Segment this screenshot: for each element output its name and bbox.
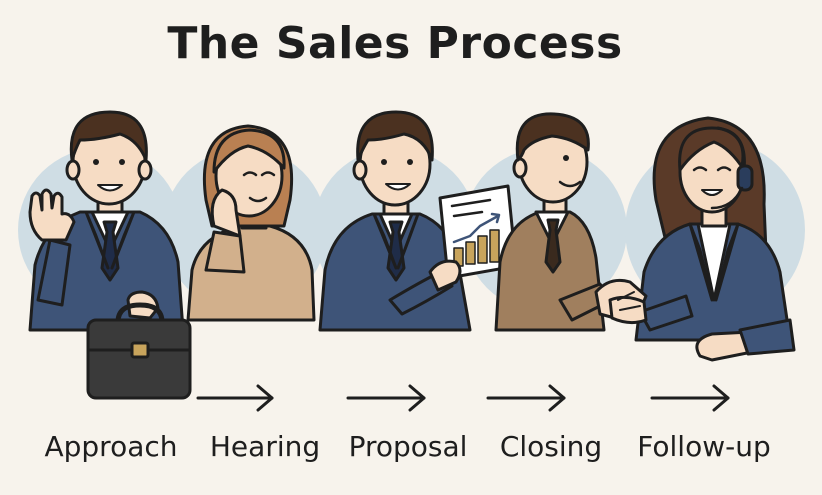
arrow-hearing-to-proposal	[346, 384, 426, 412]
stage-labels: Approach Hearing Proposal Closing Follow…	[0, 430, 822, 480]
stage-label-approach: Approach	[44, 430, 178, 463]
chart-document-icon	[428, 184, 518, 292]
flow-arrows	[196, 384, 730, 412]
briefcase-icon	[86, 302, 192, 400]
headset-icon	[710, 126, 754, 210]
arrow-proposal-to-closing	[486, 384, 566, 412]
arrow-approach-to-hearing	[196, 384, 274, 412]
proposal-salesman	[318, 110, 472, 332]
approach-salesman	[28, 110, 185, 332]
closing-salesman	[494, 112, 614, 332]
stage-label-followup: Follow-up	[637, 430, 771, 463]
handshake-icon	[594, 278, 648, 325]
stage-label-hearing: Hearing	[209, 430, 321, 463]
stage-label-proposal: Proposal	[348, 430, 468, 463]
hearing-customer	[186, 124, 316, 322]
followup-representative	[634, 116, 796, 362]
arrow-closing-to-followup	[650, 384, 730, 412]
stage-label-closing: Closing	[499, 430, 603, 463]
diagram-title: The Sales Process	[167, 18, 623, 69]
